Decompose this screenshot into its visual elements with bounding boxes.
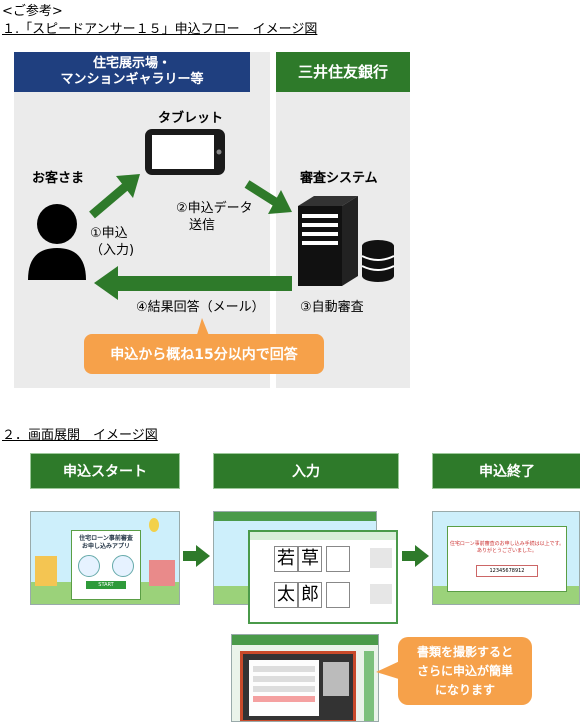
input-screen-front: 若 草 太 郎	[248, 530, 398, 624]
system-label: 審査システム	[300, 171, 378, 186]
section1-title: １.「スピードアンサー１５」申込フロー イメージ図	[2, 22, 318, 37]
server-icon	[298, 196, 395, 286]
callout-pointer	[376, 660, 402, 680]
document-capture-screen	[231, 634, 379, 722]
document-callout: 書類を撮影すると さらに申込が簡単 になります	[398, 637, 532, 705]
start-screen-title: 住宅ローン事前審査 お申し込みアプリ	[79, 535, 133, 550]
tablet-icon	[145, 129, 225, 175]
person-icon	[28, 204, 86, 280]
start-screen: 住宅ローン事前審査 お申し込みアプリ START	[30, 511, 180, 605]
start-button[interactable]: START	[86, 581, 126, 589]
receipt-number: 12345678912	[476, 565, 538, 577]
step-end-box: 申込終了	[432, 453, 580, 489]
section2-title: ２．画面展開 イメージ図	[2, 428, 158, 443]
kanji-box-1[interactable]: 若	[274, 546, 298, 572]
step4-label: ④結果回答（メール）	[136, 300, 265, 315]
arrow-to-customer	[94, 266, 292, 300]
complete-message: 住宅ローン事前審査のお申し込み手続は以上です。 ありがとうございました。	[449, 541, 565, 554]
right-panel-header: 三井住友銀行	[276, 52, 410, 92]
banner-pointer	[196, 318, 210, 338]
screen-arrow-2	[402, 545, 429, 567]
kanji-box-2[interactable]: 草	[298, 546, 322, 572]
flow-arrows	[89, 174, 292, 300]
customer-label: お客さま	[32, 171, 85, 186]
step-input-box: 入力	[213, 453, 399, 489]
arrow-to-tablet	[89, 174, 140, 219]
step2-label: ②申込データ 送信	[176, 201, 253, 233]
left-panel-header: 住宅展示場・ マンションギャラリー等	[14, 52, 250, 92]
step1-label: ①申込 （入力)	[90, 226, 135, 258]
kanji-box-4[interactable]: 郎	[298, 582, 322, 608]
reference-note: <ご参考>	[2, 4, 63, 19]
answer-time-banner: 申込から概ね15分以内で回答	[84, 334, 324, 374]
kanji-box-3[interactable]: 太	[274, 582, 298, 608]
step3-label: ③自動審査	[300, 300, 364, 315]
complete-screen: 住宅ローン事前審査のお申し込み手続は以上です。 ありがとうございました。 123…	[432, 511, 580, 605]
screen-arrow-1	[183, 545, 210, 567]
arrow-to-system	[244, 180, 292, 214]
step-start-box: 申込スタート	[30, 453, 180, 489]
tablet-label: タブレット	[158, 111, 224, 126]
